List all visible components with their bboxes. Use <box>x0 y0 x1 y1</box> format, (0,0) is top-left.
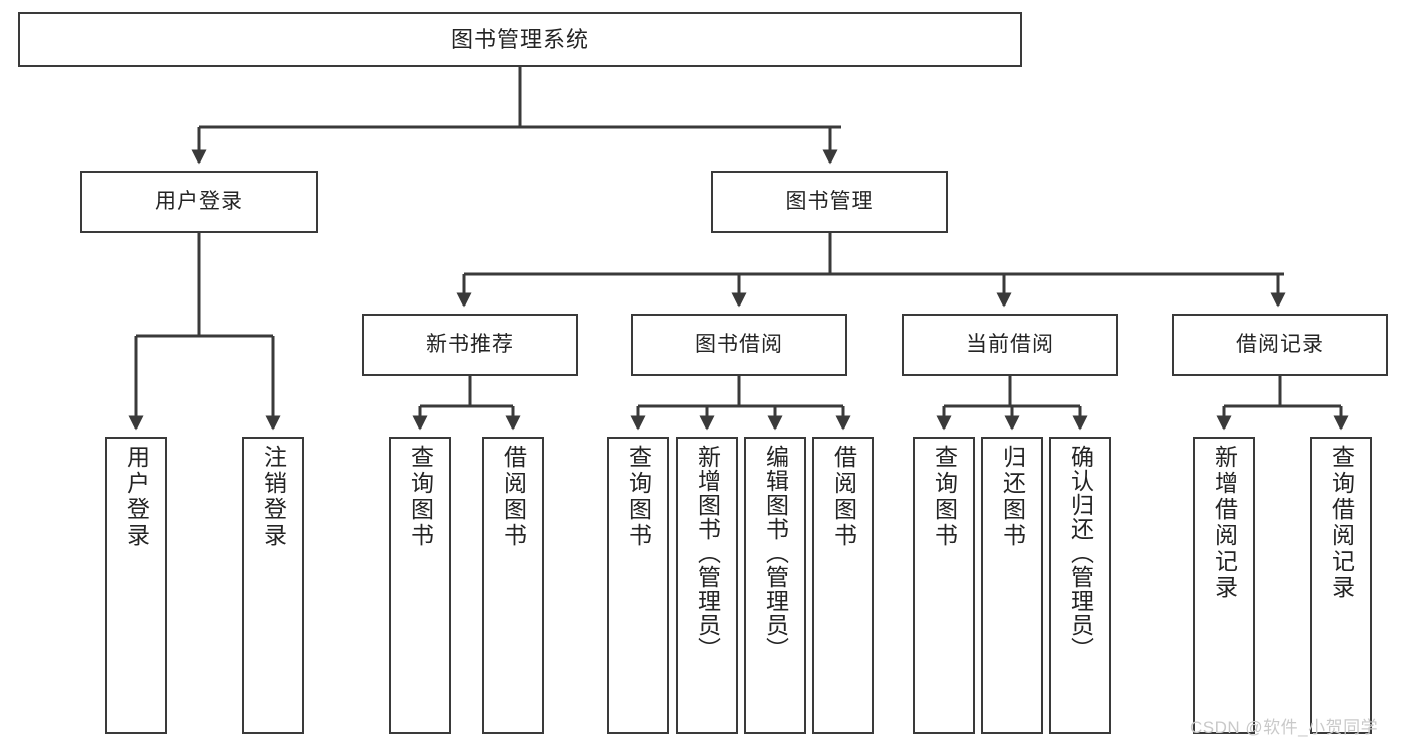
node-leaf-add-book-admin[interactable]: 新增图书（管理员） <box>676 437 738 734</box>
node-leaf-return-book[interactable]: 归还图书 <box>981 437 1043 734</box>
node-borrow-record[interactable]: 借阅记录 <box>1172 314 1388 376</box>
node-book-manage[interactable]: 图书管理 <box>711 171 948 233</box>
node-root-label: 图书管理系统 <box>450 26 589 52</box>
node-leaf-add-borrow-record[interactable]: 新增借阅记录 <box>1193 437 1255 734</box>
node-user-login-label: 用户登录 <box>155 189 243 213</box>
node-leaf-user-login[interactable]: 用户登录 <box>105 437 167 734</box>
node-current-borrow[interactable]: 当前借阅 <box>902 314 1118 376</box>
node-leaf-query-borrow-record[interactable]: 查询借阅记录 <box>1310 437 1372 734</box>
node-leaf-confirm-return-admin[interactable]: 确认归还（管理员） <box>1049 437 1111 734</box>
node-leaf-borrow-book-1[interactable]: 借阅图书 <box>482 437 544 734</box>
node-new-book-recommend[interactable]: 新书推荐 <box>362 314 578 376</box>
csdn-watermark: CSDN @软件_小贺同学 <box>1190 718 1379 737</box>
node-leaf-add-book-admin-label: 新增图书（管理员） <box>694 445 721 661</box>
node-leaf-borrow-book-2-label: 借阅图书 <box>830 445 857 549</box>
node-leaf-query-book-1-label: 查询图书 <box>407 445 434 549</box>
node-leaf-logout-login-label: 注销登录 <box>260 445 287 549</box>
node-leaf-query-book-2-label: 查询图书 <box>625 445 652 549</box>
node-book-borrow-label: 图书借阅 <box>695 332 783 356</box>
node-user-login[interactable]: 用户登录 <box>80 171 318 233</box>
node-leaf-query-book-3-label: 查询图书 <box>931 445 958 549</box>
node-leaf-query-book-1[interactable]: 查询图书 <box>389 437 451 734</box>
node-new-book-recommend-label: 新书推荐 <box>426 332 514 356</box>
node-leaf-add-borrow-record-label: 新增借阅记录 <box>1211 445 1238 601</box>
node-leaf-query-book-3[interactable]: 查询图书 <box>913 437 975 734</box>
node-book-manage-label: 图书管理 <box>785 189 874 213</box>
node-leaf-confirm-return-admin-label: 确认归还（管理员） <box>1067 445 1094 661</box>
node-leaf-query-book-2[interactable]: 查询图书 <box>607 437 669 734</box>
node-leaf-edit-book-admin[interactable]: 编辑图书（管理员） <box>744 437 806 734</box>
node-leaf-borrow-book-2[interactable]: 借阅图书 <box>812 437 874 734</box>
node-book-borrow[interactable]: 图书借阅 <box>631 314 847 376</box>
node-leaf-logout-login[interactable]: 注销登录 <box>242 437 304 734</box>
node-root[interactable]: 图书管理系统 <box>18 12 1022 67</box>
node-current-borrow-label: 当前借阅 <box>966 332 1054 356</box>
node-leaf-borrow-book-1-label: 借阅图书 <box>500 445 527 549</box>
node-leaf-user-login-label: 用户登录 <box>123 445 150 549</box>
node-leaf-return-book-label: 归还图书 <box>999 445 1026 549</box>
node-leaf-query-borrow-record-label: 查询借阅记录 <box>1328 445 1355 601</box>
node-borrow-record-label: 借阅记录 <box>1236 332 1324 356</box>
node-leaf-edit-book-admin-label: 编辑图书（管理员） <box>762 445 789 661</box>
